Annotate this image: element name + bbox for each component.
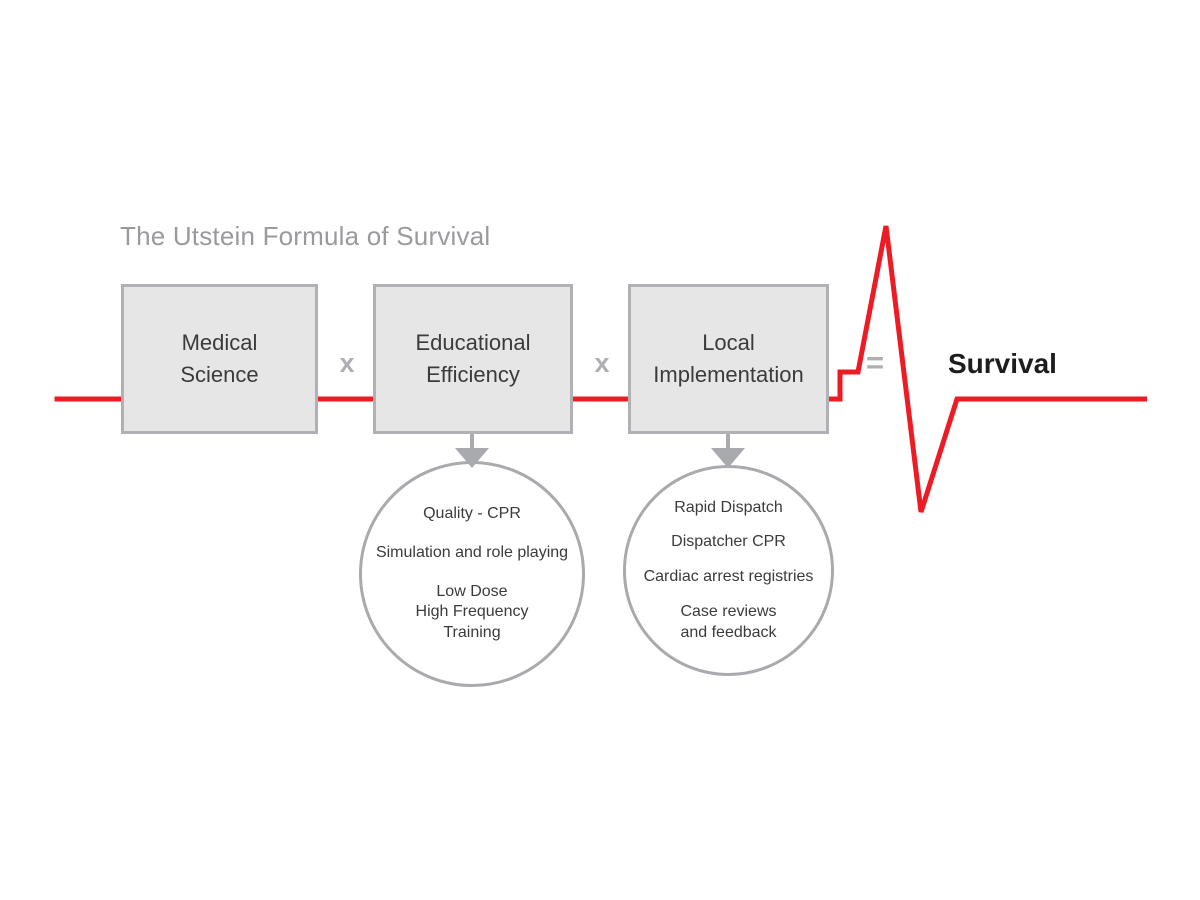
detail-line: Dispatcher CPR — [671, 533, 786, 551]
factor-label-educational-efficiency: Educational Efficiency — [415, 330, 531, 387]
factor-box-medical-science[interactable]: Medical Science — [121, 284, 318, 434]
arrow-stem-local-implementation — [726, 434, 730, 450]
detail-line: Rapid Dispatch — [674, 498, 783, 516]
factor-box-local-implementation[interactable]: Local Implementation — [628, 284, 829, 434]
detail-line: Cardiac arrest registries — [643, 568, 814, 586]
detail-line: Quality - CPR — [423, 505, 521, 522]
detail-line: Simulation and role playing — [375, 543, 569, 561]
arrow-stem-educational-efficiency — [470, 434, 474, 450]
detail-line: Low Dose High Frequency Training — [415, 582, 529, 642]
factor-label-local-implementation: Local Implementation — [653, 330, 804, 387]
factor-label-medical-science: Medical Science — [180, 330, 259, 387]
factor-box-educational-efficiency[interactable]: Educational Efficiency — [373, 284, 573, 434]
detail-line: Case reviews and feedback — [680, 602, 777, 641]
page-title: The Utstein Formula of Survival — [120, 221, 491, 251]
detail-circle-educational-efficiency: Quality - CPR Simulation and role playin… — [359, 461, 585, 687]
operator-equals: = — [865, 345, 885, 380]
arrow-down-icon-local-implementation — [711, 448, 745, 468]
result-label-survival: Survival — [948, 348, 1057, 379]
detail-circle-local-implementation: Rapid Dispatch Dispatcher CPR Cardiac ar… — [623, 465, 834, 676]
ecg-spike — [837, 225, 1147, 513]
operator-multiply-2: x — [594, 348, 610, 378]
operator-multiply-1: x — [339, 348, 355, 378]
